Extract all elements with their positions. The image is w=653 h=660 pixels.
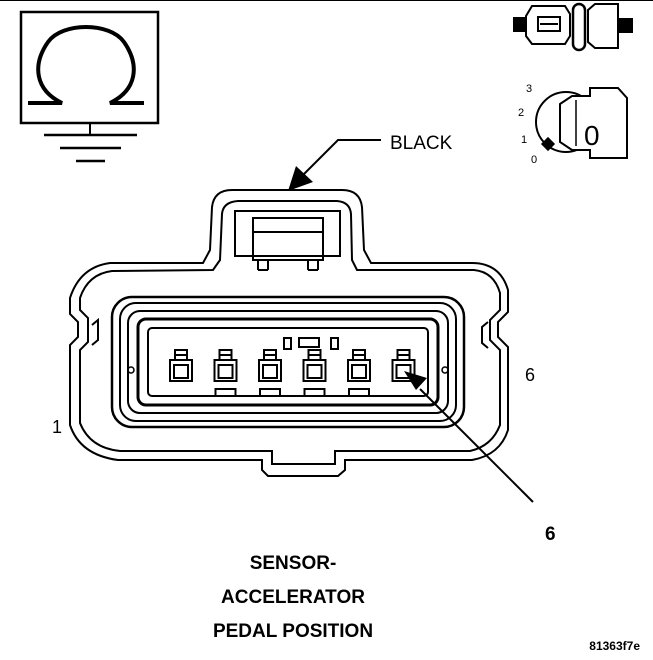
ignition-key-off-icon: 3 2 1 0 0 bbox=[518, 83, 628, 166]
callout-label: 6 bbox=[545, 524, 556, 545]
terminal-slot-3 bbox=[259, 388, 281, 397]
connector-body bbox=[69, 189, 509, 477]
title-line1: SENSOR- bbox=[250, 553, 337, 574]
terminal-slot-4 bbox=[303, 388, 326, 397]
connector-color-label: BLACK bbox=[390, 133, 453, 154]
terminal-pin-5 bbox=[347, 349, 371, 382]
key-position-0: 0 bbox=[531, 154, 537, 166]
figure-id: 81363f7e bbox=[589, 639, 640, 653]
ohmmeter-ground-icon bbox=[19, 10, 160, 163]
terminal-pin-1 bbox=[169, 349, 193, 382]
title-line3: PEDAL POSITION bbox=[213, 621, 373, 642]
terminal-pin-3 bbox=[258, 349, 282, 382]
terminal-pin-6 bbox=[391, 349, 416, 382]
connector-cavity bbox=[110, 295, 466, 429]
key-position-1: 1 bbox=[521, 134, 527, 146]
terminal-pins bbox=[169, 349, 416, 397]
locking-tab bbox=[234, 210, 341, 271]
terminal-slot-2 bbox=[214, 388, 237, 397]
key-position-2: 2 bbox=[518, 107, 524, 119]
polarization-keys bbox=[283, 337, 339, 350]
title-line2: ACCELERATOR bbox=[221, 587, 365, 608]
cavity-mounting-dots bbox=[127, 366, 449, 374]
connector-disconnected-icon bbox=[513, 2, 633, 52]
key-label: 0 bbox=[584, 120, 600, 151]
terminal-pin-2 bbox=[213, 349, 238, 382]
terminal-pin-4 bbox=[302, 349, 327, 382]
color-leader bbox=[288, 139, 381, 191]
callout-leader bbox=[404, 371, 534, 503]
pin-label-last: 6 bbox=[525, 365, 535, 385]
pin-label-first: 1 bbox=[52, 417, 62, 437]
key-position-3: 3 bbox=[526, 83, 532, 95]
terminal-slot-5 bbox=[348, 388, 370, 397]
